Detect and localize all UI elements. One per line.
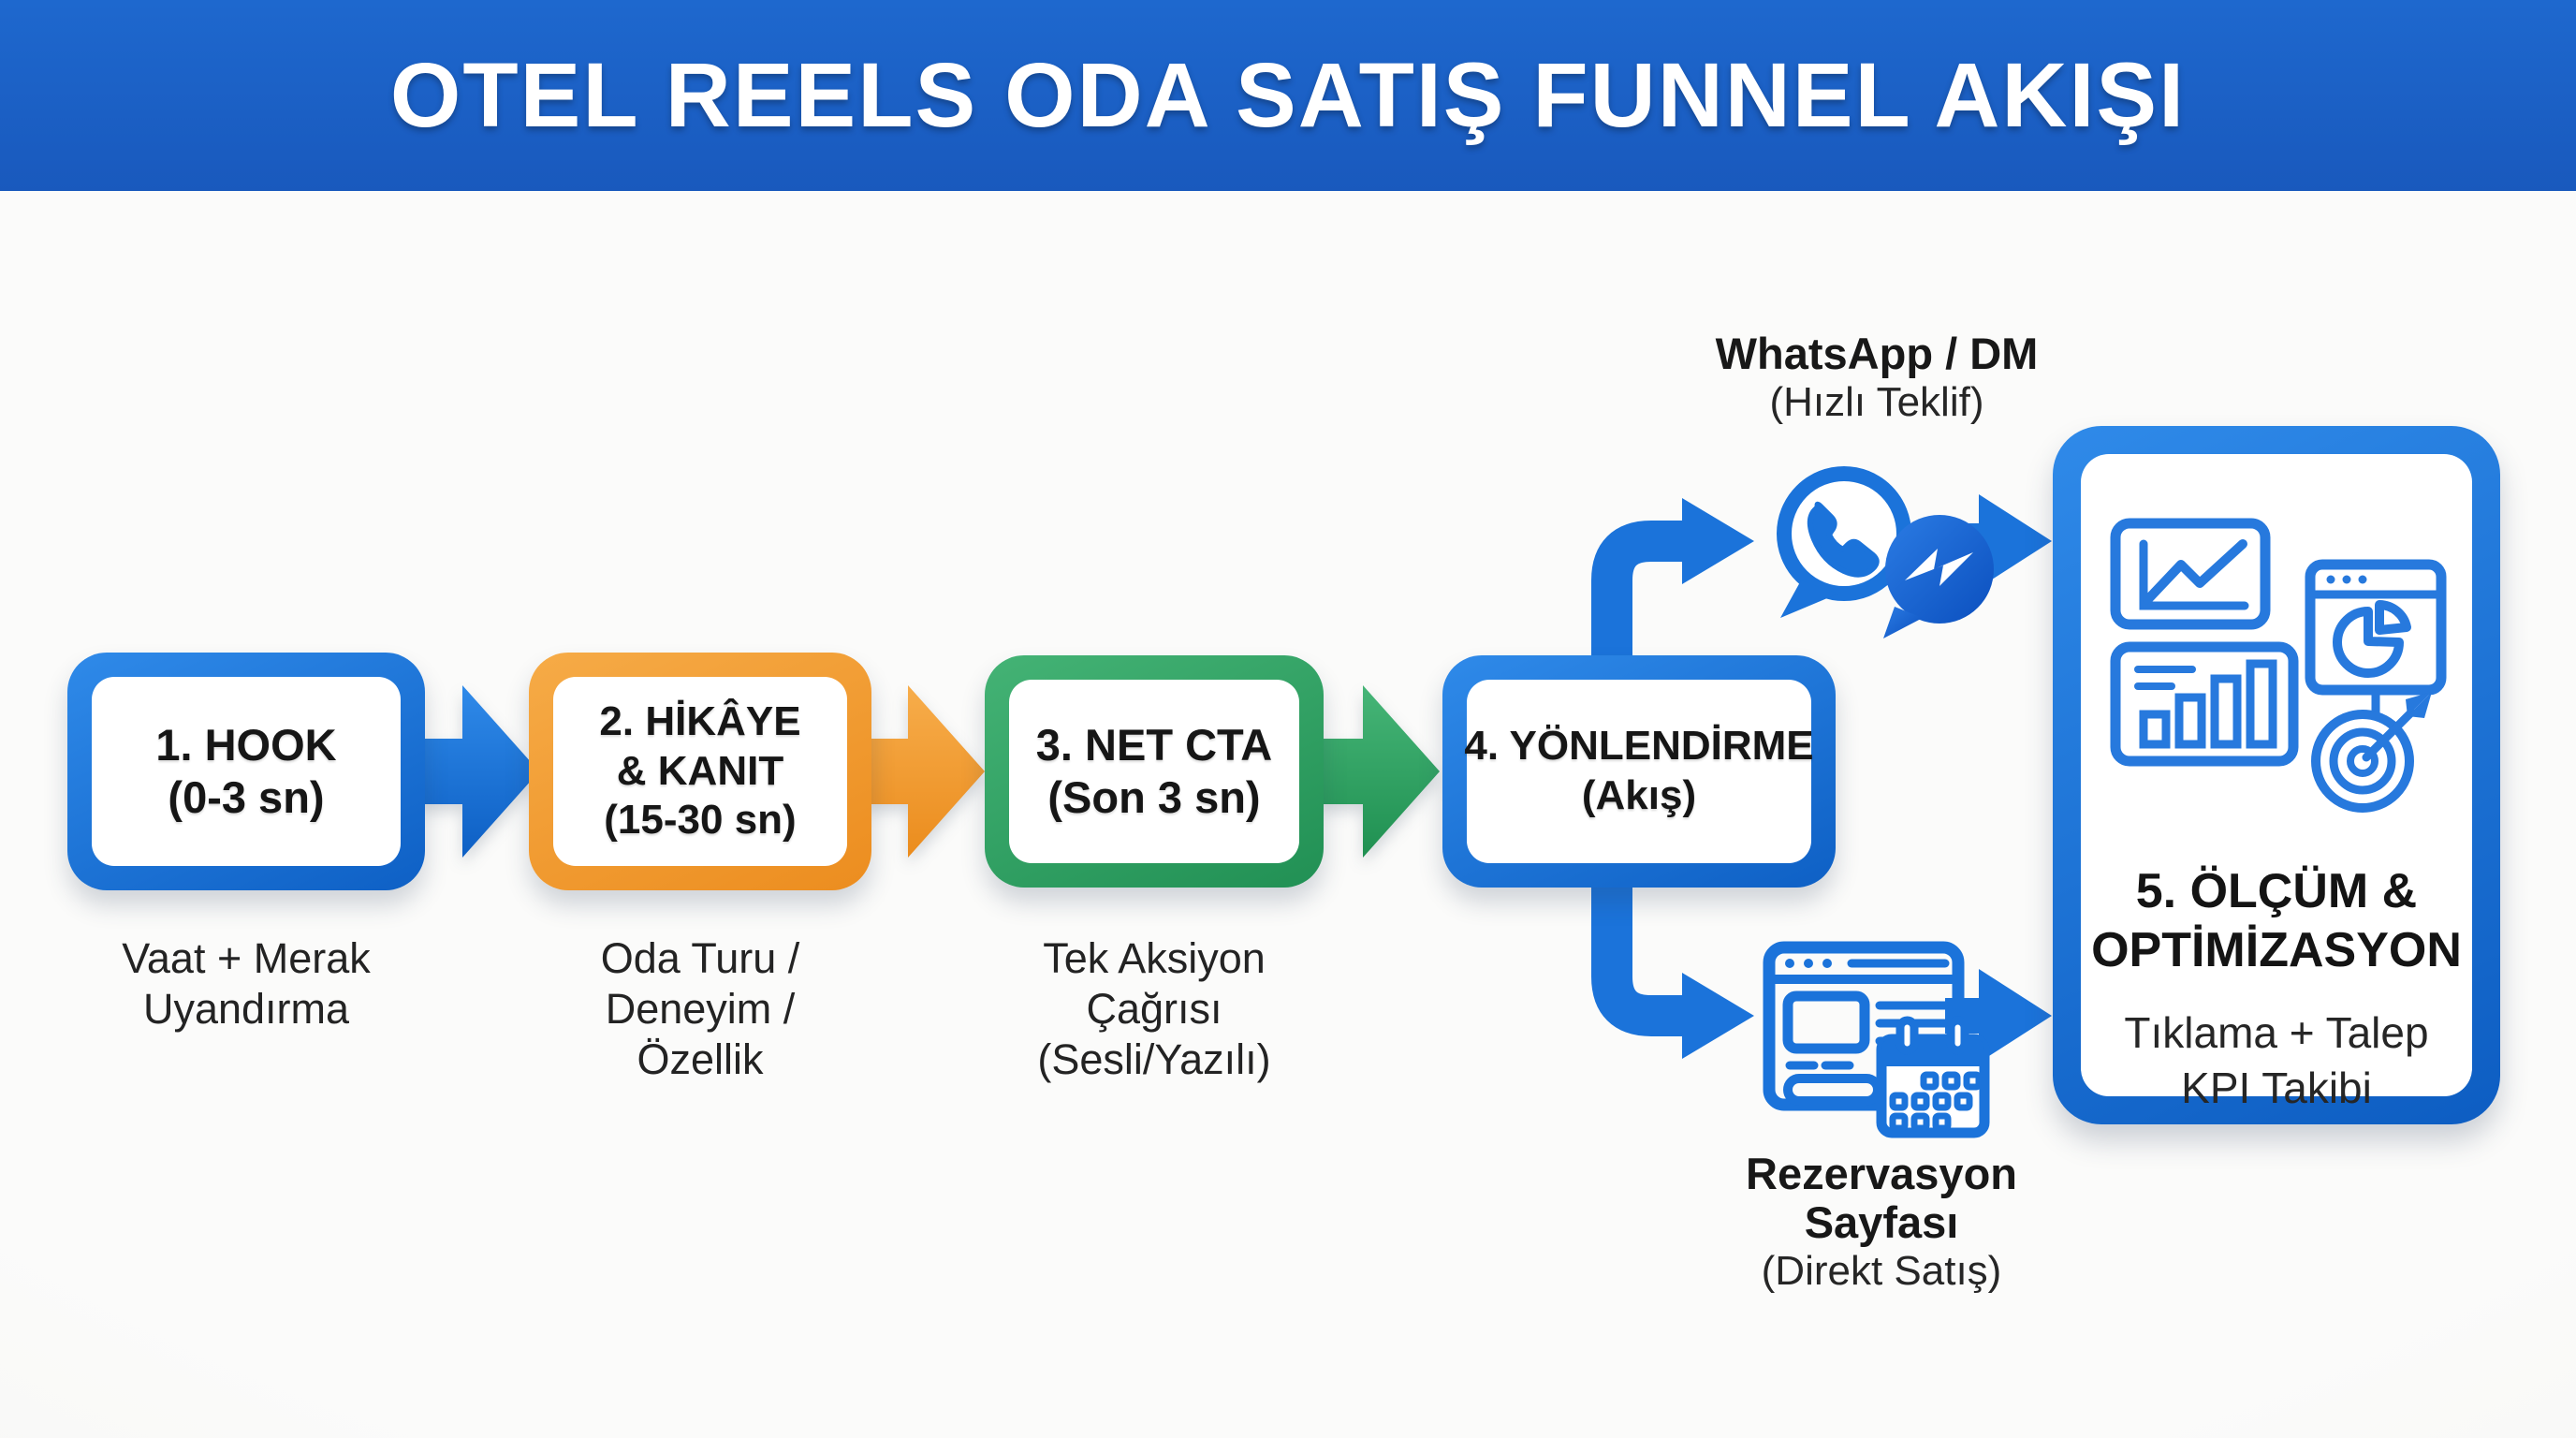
whatsapp-icon — [1777, 466, 1911, 618]
rezervasyon-subtitle: (Direkt Satış) — [1761, 1248, 2002, 1294]
step-title-line: (15-30 sn) — [604, 797, 797, 844]
page-title: OTEL REELS ODA SATIŞ FUNNEL AKIŞI — [389, 44, 2187, 146]
caption-line: Çağrısı — [1086, 985, 1222, 1033]
arrowhead-up — [1682, 498, 1754, 584]
line-chart-icon — [2110, 518, 2271, 630]
step-title-line: 2. HİKÂYE — [599, 697, 801, 744]
final-box-olcum-optimizasyon: 5. ÖLÇÜM & OPTİMİZASYON Tıklama + Talep … — [2053, 426, 2500, 1124]
whatsapp-dm-subtitle: (Hızlı Teklif) — [1769, 379, 1984, 425]
caption-line: Oda Turu / — [600, 934, 800, 982]
messenger-icon — [1883, 515, 1994, 638]
target-icon — [2311, 690, 2432, 813]
final-subtitle: Tıklama + Talep KPI Takibi — [2124, 1005, 2428, 1116]
step-title-line: (Son 3 sn) — [1047, 772, 1261, 822]
rezervasyon-title-line: Rezervasyon — [1746, 1149, 2017, 1198]
final-subtitle-line: KPI Takibi — [2181, 1063, 2372, 1112]
step-box-hikaye-kanit: 2. HİKÂYE & KANIT (15-30 sn) — [529, 653, 871, 890]
caption-line: Vaat + Merak — [122, 934, 371, 982]
branch-top-icons — [1777, 466, 1994, 638]
step-title-line: 3. NET CTA — [1035, 719, 1273, 770]
caption-cta: Tek Aksiyon Çağrısı (Sesli/Yazılı) — [976, 933, 1332, 1085]
caption-line: Deneyim / — [605, 985, 796, 1033]
caption-line: Özellik — [637, 1035, 764, 1083]
caption-line: Uyandırma — [142, 985, 350, 1033]
step-title-line: (0-3 sn) — [168, 772, 325, 822]
arrow-step1-step2 — [419, 685, 539, 858]
step-box-net-cta: 3. NET CTA (Son 3 sn) — [985, 655, 1324, 888]
connector-up — [1591, 521, 1685, 667]
analytics-icons — [2110, 518, 2447, 813]
rezervasyon-label: Rezervasyon Sayfası (Direkt Satış) — [1666, 1150, 2097, 1296]
pie-chart-window-icon — [2305, 559, 2447, 696]
step-title-line: (Akış) — [1581, 772, 1697, 818]
final-title-line: OPTİMİZASYON — [2091, 923, 2462, 978]
whatsapp-dm-title: WhatsApp / DM — [1715, 329, 2039, 378]
step-title-line: 4. YÖNLENDİRME — [1464, 723, 1814, 770]
final-title: 5. ÖLÇÜM & OPTİMİZASYON — [2091, 862, 2462, 981]
branch-bottom-icons — [1763, 941, 1990, 1138]
step-title-line: 1. HOOK — [155, 719, 337, 770]
caption-hook: Vaat + Merak Uyandırma — [68, 933, 424, 1034]
connector-down — [1591, 876, 1685, 1036]
step-title-line: & KANIT — [616, 747, 784, 794]
arrow-step2-step3 — [865, 685, 985, 858]
arrowhead-to-final-bottom — [1979, 969, 2052, 1063]
step-box-yonlendirme: 4. YÖNLENDİRME (Akış) — [1442, 655, 1836, 888]
arrowhead-to-final-top — [1979, 494, 2052, 588]
calendar-icon — [1876, 1016, 1990, 1138]
caption-line: (Sesli/Yazılı) — [1037, 1035, 1271, 1083]
arrow-step3-step4 — [1320, 685, 1440, 858]
step-box-hook: 1. HOOK (0-3 sn) — [67, 653, 425, 890]
final-subtitle-line: Tıklama + Talep — [2124, 1007, 2429, 1057]
bar-chart-icon — [2110, 641, 2299, 767]
caption-hikaye: Oda Turu / Deneyim / Özellik — [522, 933, 878, 1085]
header-bar: OTEL REELS ODA SATIŞ FUNNEL AKIŞI — [0, 0, 2576, 191]
caption-line: Tek Aksiyon — [1043, 934, 1266, 982]
final-title-line: 5. ÖLÇÜM & — [2135, 864, 2418, 918]
whatsapp-dm-label: WhatsApp / DM (Hızlı Teklif) — [1661, 330, 2092, 427]
rezervasyon-title-line: Sayfası — [1804, 1197, 1959, 1247]
arrowhead-down — [1682, 973, 1754, 1059]
